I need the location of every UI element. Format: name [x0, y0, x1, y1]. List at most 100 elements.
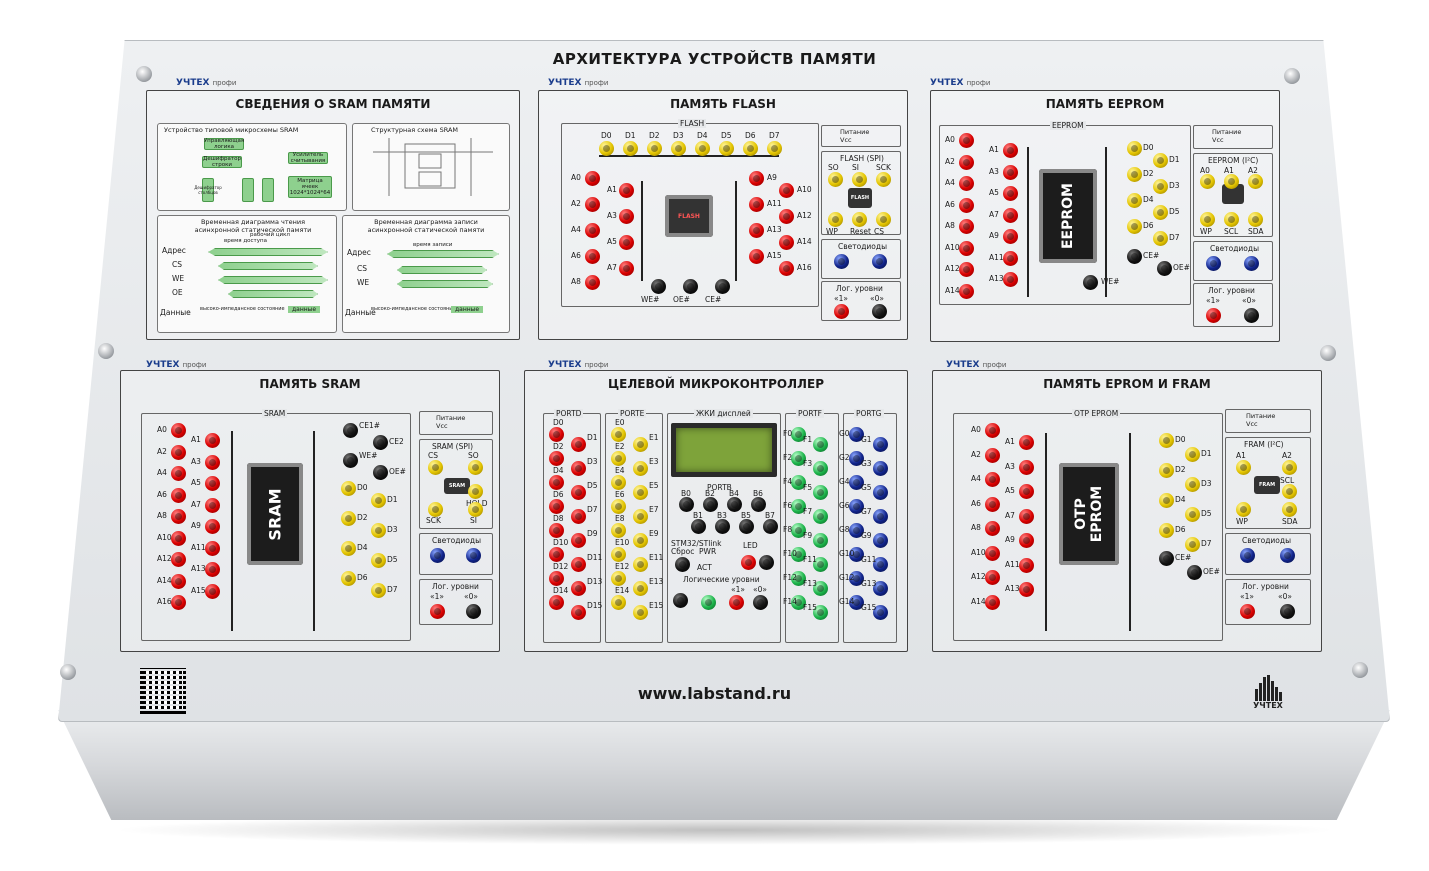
pin-socket[interactable]: [683, 279, 698, 294]
pin-socket[interactable]: [633, 533, 648, 548]
pin-socket[interactable]: [171, 466, 186, 481]
pin-socket[interactable]: [549, 475, 564, 490]
pin-socket[interactable]: [813, 509, 828, 524]
pin-socket[interactable]: [739, 519, 754, 534]
pin-socket[interactable]: [571, 605, 586, 620]
pin-socket[interactable]: [633, 485, 648, 500]
pin-socket[interactable]: [985, 545, 1000, 561]
pin-socket[interactable]: [959, 154, 974, 170]
pin-socket[interactable]: [371, 583, 386, 598]
pin-socket[interactable]: [959, 176, 974, 191]
pin-socket[interactable]: [876, 212, 891, 227]
logic-0-socket[interactable]: [466, 604, 481, 619]
pin-socket[interactable]: [813, 557, 828, 572]
pin-socket[interactable]: [873, 461, 888, 476]
pin-socket[interactable]: [763, 519, 778, 534]
pin-socket[interactable]: [959, 240, 974, 256]
level-socket[interactable]: [701, 595, 716, 610]
pin-socket[interactable]: [571, 581, 586, 596]
pin-socket[interactable]: [813, 605, 828, 620]
pin-socket[interactable]: [828, 212, 843, 227]
pin-socket[interactable]: [767, 141, 782, 156]
pin-socket[interactable]: [749, 171, 764, 186]
pin-socket[interactable]: [647, 141, 662, 156]
pin-socket[interactable]: [691, 519, 706, 534]
pin-socket[interactable]: [1003, 164, 1018, 180]
pin-socket[interactable]: [1127, 219, 1142, 234]
pin-socket[interactable]: [633, 509, 648, 524]
pin-socket[interactable]: [1187, 565, 1202, 580]
pin-socket[interactable]: [779, 235, 794, 250]
pin-socket[interactable]: [549, 547, 564, 562]
pin-socket[interactable]: [985, 570, 1000, 585]
pin-socket[interactable]: [171, 573, 186, 589]
pin-socket[interactable]: [959, 262, 974, 277]
pin-socket[interactable]: [343, 453, 358, 468]
pin-socket[interactable]: [849, 595, 864, 610]
pin-socket[interactable]: [1248, 174, 1263, 189]
pin-socket[interactable]: [1185, 507, 1200, 522]
pin-socket[interactable]: [743, 141, 758, 156]
pin-socket[interactable]: [205, 454, 220, 470]
pin-socket[interactable]: [585, 249, 600, 264]
logic-1-socket[interactable]: [1240, 604, 1255, 619]
pin-socket[interactable]: [1200, 174, 1215, 189]
pin-socket[interactable]: [611, 427, 626, 442]
pin-socket[interactable]: [671, 141, 686, 156]
pin-socket[interactable]: [849, 427, 864, 442]
pin-socket[interactable]: [873, 557, 888, 572]
pin-socket[interactable]: [1200, 212, 1215, 227]
pin-socket[interactable]: [813, 461, 828, 476]
pin-socket[interactable]: [852, 212, 867, 227]
pin-socket[interactable]: [1159, 493, 1174, 508]
pin-socket[interactable]: [611, 571, 626, 586]
pin-socket[interactable]: [633, 605, 648, 620]
logic-1-socket[interactable]: [1206, 308, 1221, 323]
led-socket[interactable]: [741, 555, 756, 570]
pin-socket[interactable]: [791, 475, 806, 490]
pin-socket[interactable]: [619, 235, 634, 250]
pin-socket[interactable]: [1019, 508, 1034, 524]
pin-socket[interactable]: [1282, 460, 1297, 475]
pin-socket[interactable]: [749, 223, 764, 238]
pin-socket[interactable]: [205, 476, 220, 491]
pin-socket[interactable]: [585, 223, 600, 238]
pin-socket[interactable]: [679, 497, 694, 512]
pin-socket[interactable]: [611, 547, 626, 562]
logic-1-socket[interactable]: [834, 304, 849, 319]
pin-socket[interactable]: [779, 183, 794, 198]
pin-socket[interactable]: [468, 460, 483, 475]
pin-socket[interactable]: [651, 279, 666, 294]
pin-socket[interactable]: [876, 172, 891, 187]
pin-socket[interactable]: [813, 581, 828, 596]
pin-socket[interactable]: [633, 557, 648, 572]
pin-socket[interactable]: [849, 547, 864, 562]
pin-socket[interactable]: [828, 172, 843, 187]
pin-socket[interactable]: [1019, 484, 1034, 499]
level-socket[interactable]: [673, 593, 688, 608]
pin-socket[interactable]: [171, 530, 186, 546]
pin-socket[interactable]: [343, 423, 358, 438]
pin-socket[interactable]: [585, 275, 600, 290]
led-socket[interactable]: [1244, 256, 1259, 271]
pin-socket[interactable]: [985, 447, 1000, 463]
pin-socket[interactable]: [813, 533, 828, 548]
pin-socket[interactable]: [1159, 551, 1174, 566]
pin-socket[interactable]: [1185, 537, 1200, 552]
pin-socket[interactable]: [623, 141, 638, 156]
pin-socket[interactable]: [585, 197, 600, 212]
pin-socket[interactable]: [1127, 141, 1142, 156]
pin-socket[interactable]: [468, 484, 483, 499]
pin-socket[interactable]: [1003, 250, 1018, 266]
pin-socket[interactable]: [373, 435, 388, 450]
pin-socket[interactable]: [703, 497, 718, 512]
pin-socket[interactable]: [873, 581, 888, 596]
pin-socket[interactable]: [205, 519, 220, 534]
logic-0-socket[interactable]: [1244, 308, 1259, 323]
led-socket[interactable]: [1280, 548, 1295, 563]
pin-socket[interactable]: [985, 521, 1000, 536]
logic-0-socket[interactable]: [872, 304, 887, 319]
pin-socket[interactable]: [779, 209, 794, 224]
pin-socket[interactable]: [1083, 275, 1098, 290]
pin-socket[interactable]: [1127, 193, 1142, 208]
